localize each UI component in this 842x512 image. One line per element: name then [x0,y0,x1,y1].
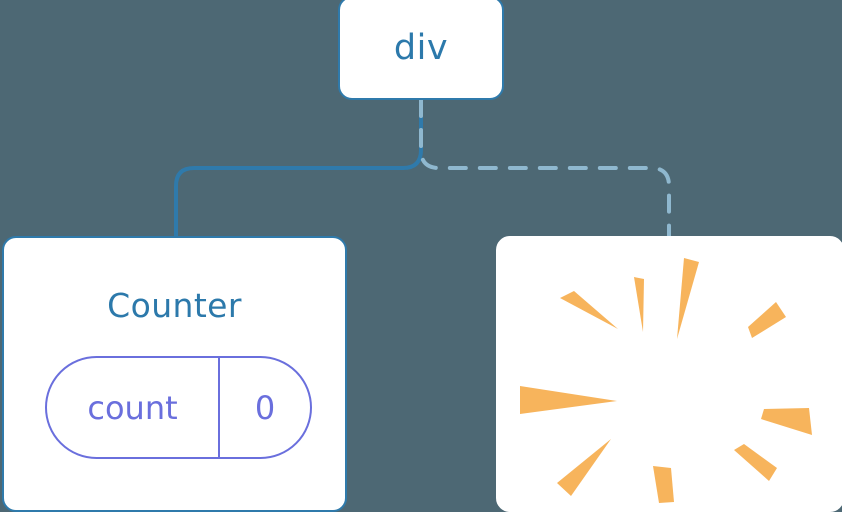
state-pill-count[interactable]: count 0 [45,356,312,459]
sparkle-burst-svg [520,258,812,503]
node-counter-label: Counter [107,286,242,325]
node-counter[interactable]: Counter count 0 [2,236,347,512]
node-div[interactable]: div [338,0,504,100]
edge-root-to-counter [174,98,423,240]
node-render-burst[interactable] [496,236,842,512]
sparkle-burst-icon [498,238,842,510]
state-pill-value: 0 [254,388,276,427]
state-pill-key: count [47,358,220,457]
node-div-label: div [393,27,449,68]
edge-root-to-burst [419,98,671,240]
burst-rays [520,258,812,503]
